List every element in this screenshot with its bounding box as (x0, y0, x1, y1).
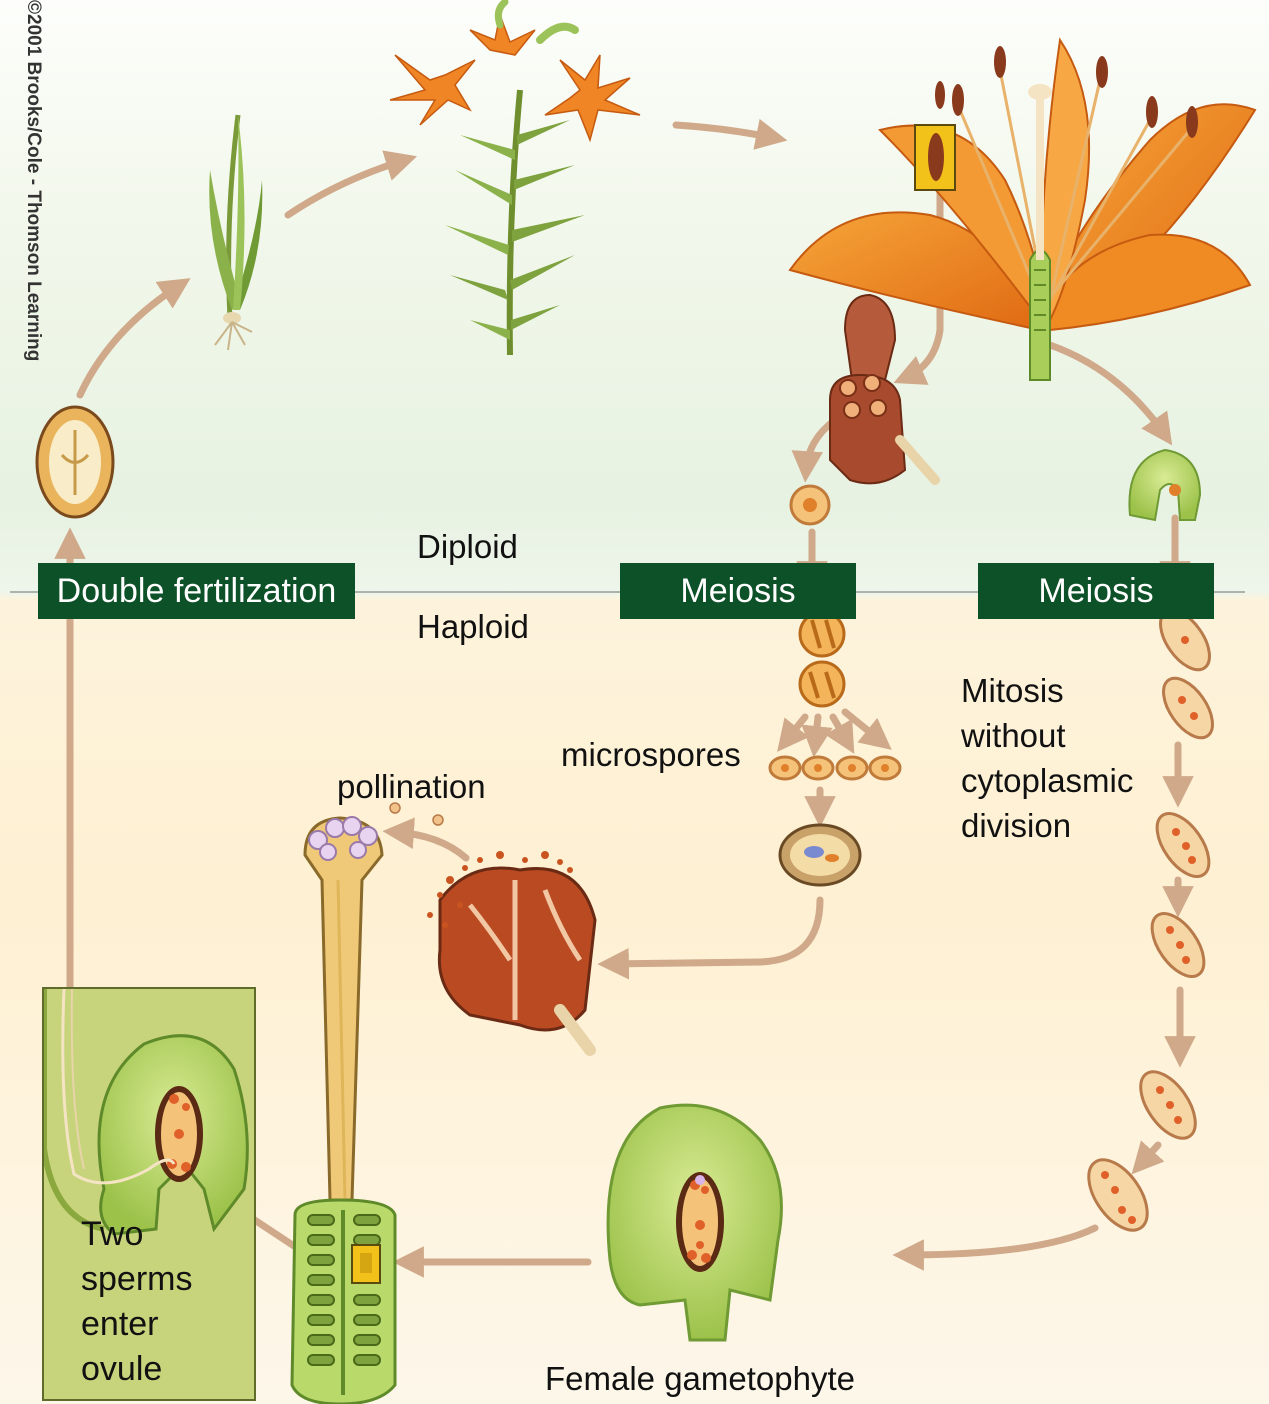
double-fertilization-inset: Two sperms enter ovule (42, 987, 256, 1401)
arrow-seed-to-seedling (80, 285, 180, 395)
copyright-notice: ©2001 Brooks/Cole - Thomson Learning (18, 0, 38, 470)
haploid-label: Haploid (417, 604, 529, 649)
female-gametophyte-label: Female gametophyte (545, 1356, 855, 1401)
two-sperms-line4: ovule (81, 1347, 162, 1392)
two-sperms-line1: Two (81, 1212, 143, 1257)
female-gametophyte-icon (608, 1105, 781, 1340)
arrow-mega-4 (1140, 1145, 1158, 1165)
pistil-icon (292, 817, 395, 1404)
arrow-tetrad-2 (815, 717, 818, 745)
lily-plant-icon (390, 2, 640, 355)
arrow-tetrad-4 (845, 712, 882, 742)
arrow-seedling-to-plant (288, 160, 405, 215)
pollination-label: pollination (337, 764, 486, 809)
arrow-tetrad-3 (833, 717, 848, 743)
meiosis-box-left: Meiosis (620, 563, 856, 619)
dehiscing-anther-icon (390, 803, 595, 1050)
mitosis-line3: cytoplasmic (961, 758, 1133, 803)
copyright-text: ©2001 Brooks/Cole - Thomson Learning (22, 0, 44, 361)
pollen-grain-icon (791, 486, 829, 524)
dyad-cells (800, 612, 844, 706)
megaspore-cells (1077, 602, 1222, 1241)
seed-icon (37, 407, 113, 517)
seedling-icon (209, 115, 262, 350)
mature-pollen-icon (780, 825, 860, 885)
anther-icon (830, 295, 935, 483)
arrow-flower-to-ovule (1050, 345, 1165, 435)
microspores-label: microspores (561, 732, 741, 777)
mitosis-line2: without (961, 713, 1066, 758)
double-fertilization-box: Double fertilization (38, 563, 355, 619)
meiosis-box-right: Meiosis (978, 563, 1214, 619)
mitosis-line1: Mitosis (961, 668, 1064, 713)
arrow-pollen-to-anther (610, 900, 820, 964)
two-sperms-line3: enter (81, 1302, 159, 1347)
mitosis-line4: division (961, 803, 1071, 848)
arrow-anther-to-stigma (395, 832, 466, 858)
microspore-cells (770, 757, 900, 779)
arrow-gametophyte-in (905, 1228, 1095, 1255)
ovule-icon (1129, 450, 1200, 520)
arrow-plant-to-flower (676, 125, 775, 138)
two-sperms-line2: sperms (81, 1257, 192, 1302)
diploid-label: Diploid (417, 524, 518, 569)
arrow-tetrad-1 (785, 717, 805, 742)
